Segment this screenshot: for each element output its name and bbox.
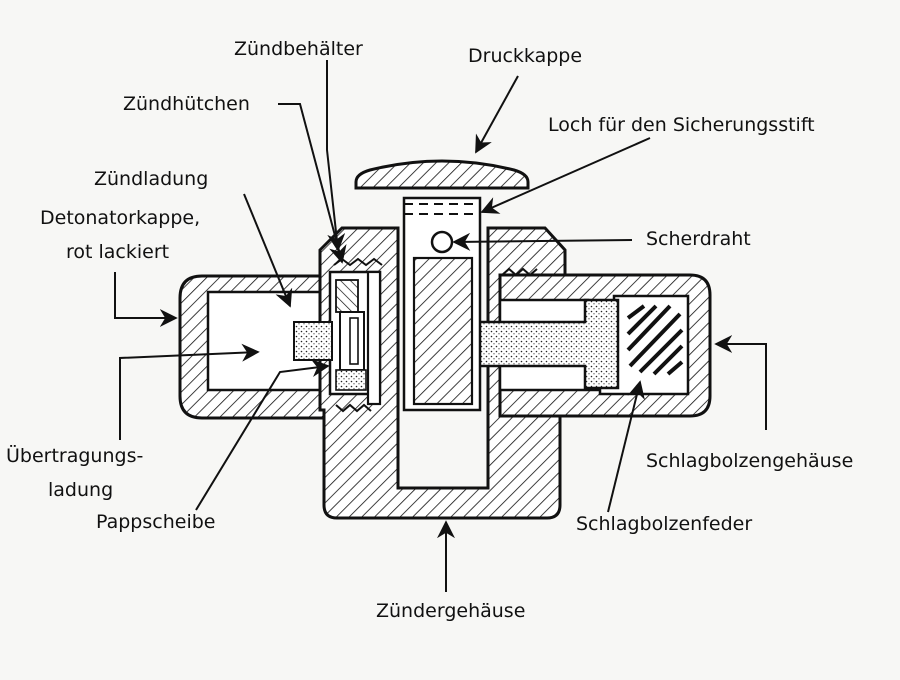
pressure-cap (354, 159, 530, 190)
label-detonatorkappe-line1: Detonatorkappe, (40, 207, 201, 229)
striker-spring (622, 302, 684, 382)
label-zuendladung: Zündladung (94, 168, 209, 190)
firing-stem (402, 196, 482, 412)
label-zuendhuetchen: Zündhütchen (123, 93, 250, 115)
detonator-cap-fill (293, 321, 333, 361)
label-loch-sicherungsstift: Loch für den Sicherungsstift (548, 114, 815, 136)
label-uebertragungsladung-line2: ladung (48, 479, 114, 501)
label-scherdraht: Scherdraht (646, 228, 751, 250)
label-schlagbolzengehaeuse: Schlagbolzengehäuse (646, 450, 854, 472)
label-pappscheibe: Pappscheibe (96, 511, 216, 533)
label-zuendbehaelter: Zündbehälter (234, 38, 363, 60)
label-detonatorkappe-line2: rot lackiert (66, 241, 170, 263)
label-uebertragungsladung-line1: Übertragungs- (6, 445, 144, 467)
label-zuendergehaeuse: Zündergehäuse (376, 600, 526, 622)
label-schlagbolzenfeder: Schlagbolzenfeder (576, 513, 753, 535)
label-druckkappe: Druckkappe (468, 45, 583, 67)
primer-holder (328, 270, 382, 406)
